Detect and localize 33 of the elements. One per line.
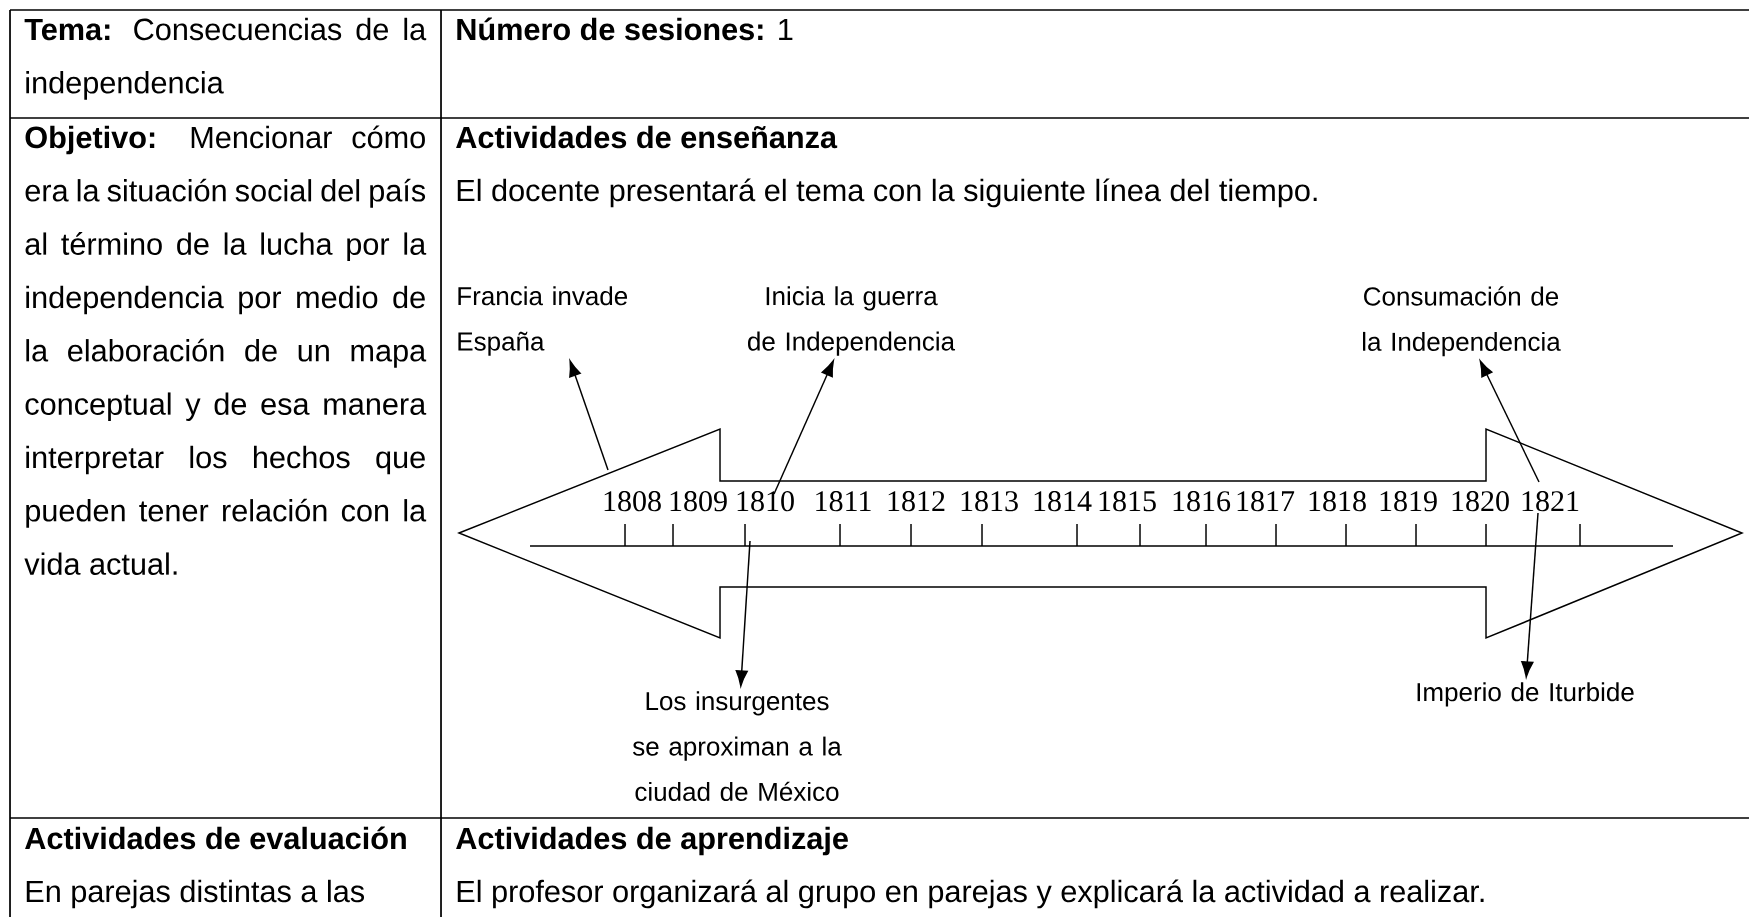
sessions-text: Número de sesiones: 1	[457, 17, 793, 41]
arrow	[735, 540, 751, 687]
event-label: Francia invade España	[458, 286, 628, 356]
paragraph: En parejas distintas a las	[26, 879, 364, 909]
event-label: Inicia la guerra de Independencia	[748, 286, 956, 356]
year-label: 1817	[1237, 491, 1295, 512]
year-label: 1821	[1522, 491, 1579, 512]
paragraph: El profesor organizará al grupo en parejas y explicará la actividad a realizar.	[457, 879, 1484, 909]
year-label: 1820	[1452, 491, 1509, 512]
event-label: Imperio de Iturbide	[1417, 682, 1634, 707]
topic-text: Tema: Consecuencias de la independencia	[24, 17, 427, 100]
objective-paragraph: Objetivo: Mencionar cómo era la situación social del país al término de la lucha por la independencia por medio de la elaboración de un mapa conceptual y de esa manera interpretar los hechos que pueden tener relación con la vida actual.	[24, 125, 427, 575]
year-label: 1811	[816, 491, 871, 512]
year-label: 1818	[1309, 491, 1366, 512]
section-heading: Actividades de aprendizaje	[456, 826, 848, 856]
year-label: 1810	[737, 491, 794, 512]
year-label: 1815	[1099, 491, 1156, 512]
event-label: Los insurgentes se aproximan a la ciudad de México	[632, 691, 842, 801]
section-heading: Actividades de enseñanza	[456, 125, 838, 149]
arrow	[773, 360, 834, 495]
year-label: 1812	[888, 491, 945, 512]
event-label: Consumación de la Independencia	[1363, 286, 1561, 357]
paragraph: El docente presentará el tema con la siguiente línea del tiempo.	[457, 178, 1317, 208]
section-heading: Actividades de evaluación	[25, 826, 406, 850]
year-label: 1809	[670, 491, 727, 512]
year-label: 1814	[1034, 491, 1092, 512]
year-label: 1813	[961, 491, 1018, 512]
arrow	[1479, 360, 1540, 483]
year-label: 1819	[1380, 491, 1437, 512]
arrow	[569, 360, 609, 471]
arrow	[1521, 512, 1539, 678]
year-label: 1816	[1173, 491, 1231, 512]
year-label: 1808	[604, 491, 661, 512]
